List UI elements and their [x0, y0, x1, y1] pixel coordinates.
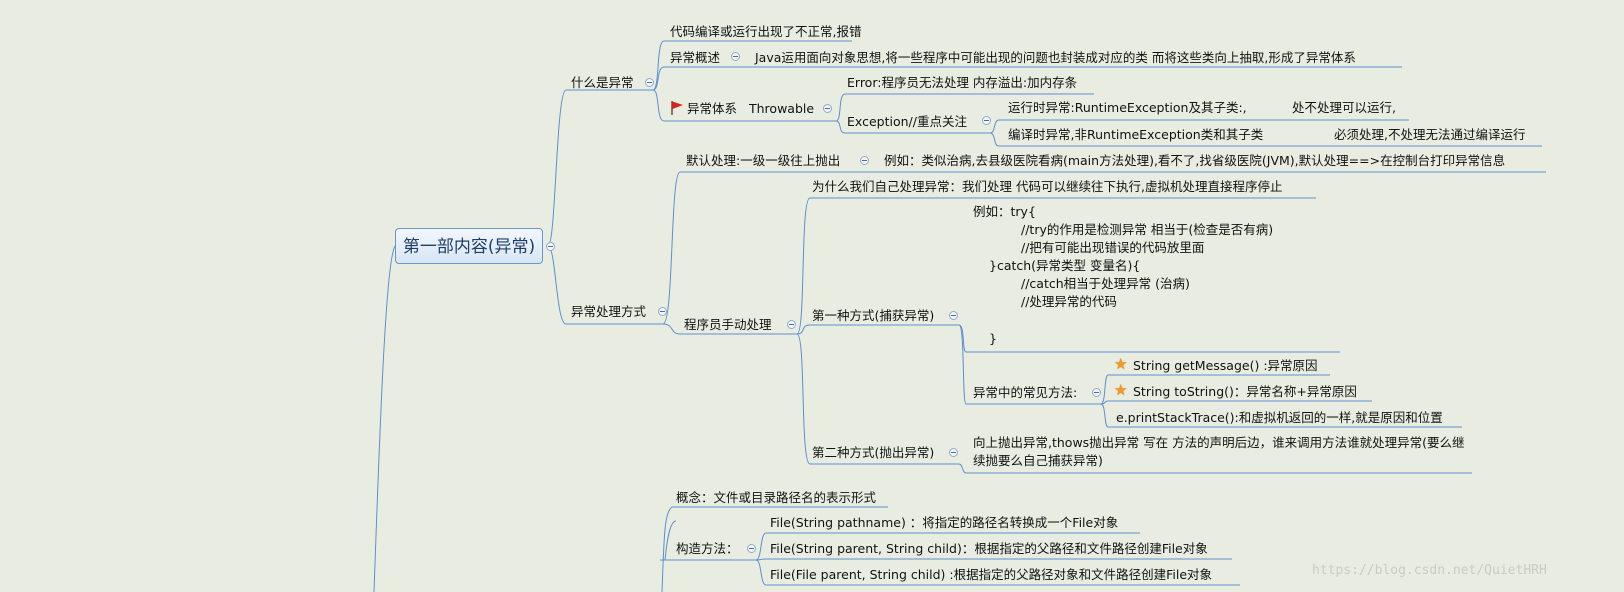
topic-compile-exception[interactable]: 编译时异常,非RuntimeException类和其子类 — [1008, 127, 1264, 142]
topic-manual-handling[interactable]: 程序员手动处理 — [684, 317, 772, 332]
topic-default-example[interactable]: 例如：类似治病,去县级医院看病(main方法处理),看不了,找省级医院(JVM)… — [884, 153, 1506, 168]
code-line: }catch(异常类型 变量名){ — [989, 258, 1141, 273]
flag-icon — [671, 101, 683, 115]
collapse-toggle-icon[interactable] — [823, 104, 832, 113]
root-topic[interactable]: 第一部内容(异常) — [395, 228, 543, 264]
collapse-toggle-icon[interactable] — [949, 448, 958, 457]
topic-common-methods[interactable]: 异常中的常见方法: — [973, 385, 1078, 400]
code-line: //catch相当于处理异常 (治病) — [1021, 276, 1190, 291]
topic-default-handling[interactable]: 默认处理:一级一级往上抛出 — [686, 153, 841, 168]
topic-why-handle[interactable]: 为什么我们自己处理异常：我们处理 代码可以继续往下执行,虚拟机处理直接程序停止 — [812, 179, 1283, 194]
topic-method-tostring[interactable]: String toString()：异常名称+异常原因 — [1133, 384, 1357, 399]
topic-file-ctor-2[interactable]: File(String parent, String child)：根据指定的父… — [770, 541, 1208, 556]
topic-runtime-exception[interactable]: 运行时异常:RuntimeException及其子类:, — [1008, 100, 1247, 115]
topic-compile-note[interactable]: 必须处理,不处理无法通过编译运行 — [1334, 127, 1526, 142]
collapse-toggle-icon[interactable] — [747, 544, 756, 553]
topic-constructors[interactable]: 构造方法： — [676, 541, 739, 556]
star-icon: ★ — [1114, 381, 1128, 399]
collapse-toggle-icon[interactable] — [645, 78, 654, 87]
code-line: //try的作用是检测异常 相当于(检查是否有病) — [1021, 222, 1274, 237]
link-root-what — [547, 89, 567, 247]
topic-throwable[interactable]: Throwable — [749, 101, 815, 116]
star-icon: ★ — [1114, 355, 1128, 373]
topic-method-printstacktrace[interactable]: e.printStackTrace():和虚拟机返回的一样,就是原因和位置 — [1116, 410, 1443, 425]
collapse-toggle-icon[interactable] — [1092, 388, 1101, 397]
topic-error[interactable]: Error:程序员无法处理 内存溢出:加内存条 — [847, 75, 1078, 90]
topic-way-throw[interactable]: 第二种方式(抛出异常) — [812, 445, 935, 460]
collapse-toggle-icon[interactable] — [658, 307, 667, 316]
link-trunk — [373, 245, 396, 592]
collapse-toggle-icon[interactable] — [949, 311, 958, 320]
topic-error-desc[interactable]: 代码编译或运行出现了不正常,报错 — [670, 24, 862, 39]
topic-what-is-exception[interactable]: 什么是异常 — [571, 75, 634, 90]
watermark: https://blog.csdn.net/QuietHRH — [1312, 563, 1547, 578]
topic-way-throw-text[interactable]: 向上抛出异常,thows抛出异常 写在 方法的声明后边，谁来调用方法谁就处理异常… — [973, 435, 1465, 468]
topic-file-ctor-1[interactable]: File(String pathname) ：将指定的路径名转换成一个File对… — [770, 515, 1119, 530]
topic-method-getmessage[interactable]: String getMessage() :异常原因 — [1133, 358, 1318, 373]
code-line: //把有可能出现错误的代码放里面 — [1021, 240, 1205, 255]
topic-overview-text[interactable]: Java运用面向对象思想,将一些程序中可能出现的问题也封装成对应的类 而将这些类… — [755, 50, 1356, 65]
topic-exception[interactable]: Exception//重点关注 — [847, 114, 967, 129]
topic-exception-system[interactable]: 异常体系 — [687, 101, 738, 116]
topic-way-catch[interactable]: 第一种方式(捕获异常) — [812, 308, 935, 323]
collapse-toggle-icon[interactable] — [982, 116, 991, 125]
collapse-toggle-icon[interactable] — [731, 52, 740, 61]
collapse-toggle-icon[interactable] — [787, 320, 796, 329]
code-line: 例如：try{ — [973, 204, 1036, 219]
collapse-toggle-icon[interactable] — [546, 242, 555, 251]
code-line: } — [989, 331, 997, 346]
collapse-toggle-icon[interactable] — [860, 156, 869, 165]
code-line: //处理异常的代码 — [1021, 294, 1117, 309]
topic-overview[interactable]: 异常概述 — [670, 50, 721, 65]
topic-file-concept[interactable]: 概念：文件或目录路径名的表示形式 — [676, 490, 877, 505]
topic-runtime-note[interactable]: 处不处理可以运行, — [1292, 100, 1396, 115]
topic-handling[interactable]: 异常处理方式 — [571, 304, 647, 319]
topic-file-ctor-3[interactable]: File(File parent, String child) :根据指定的父路… — [770, 567, 1213, 582]
link-root-handling — [547, 245, 567, 325]
